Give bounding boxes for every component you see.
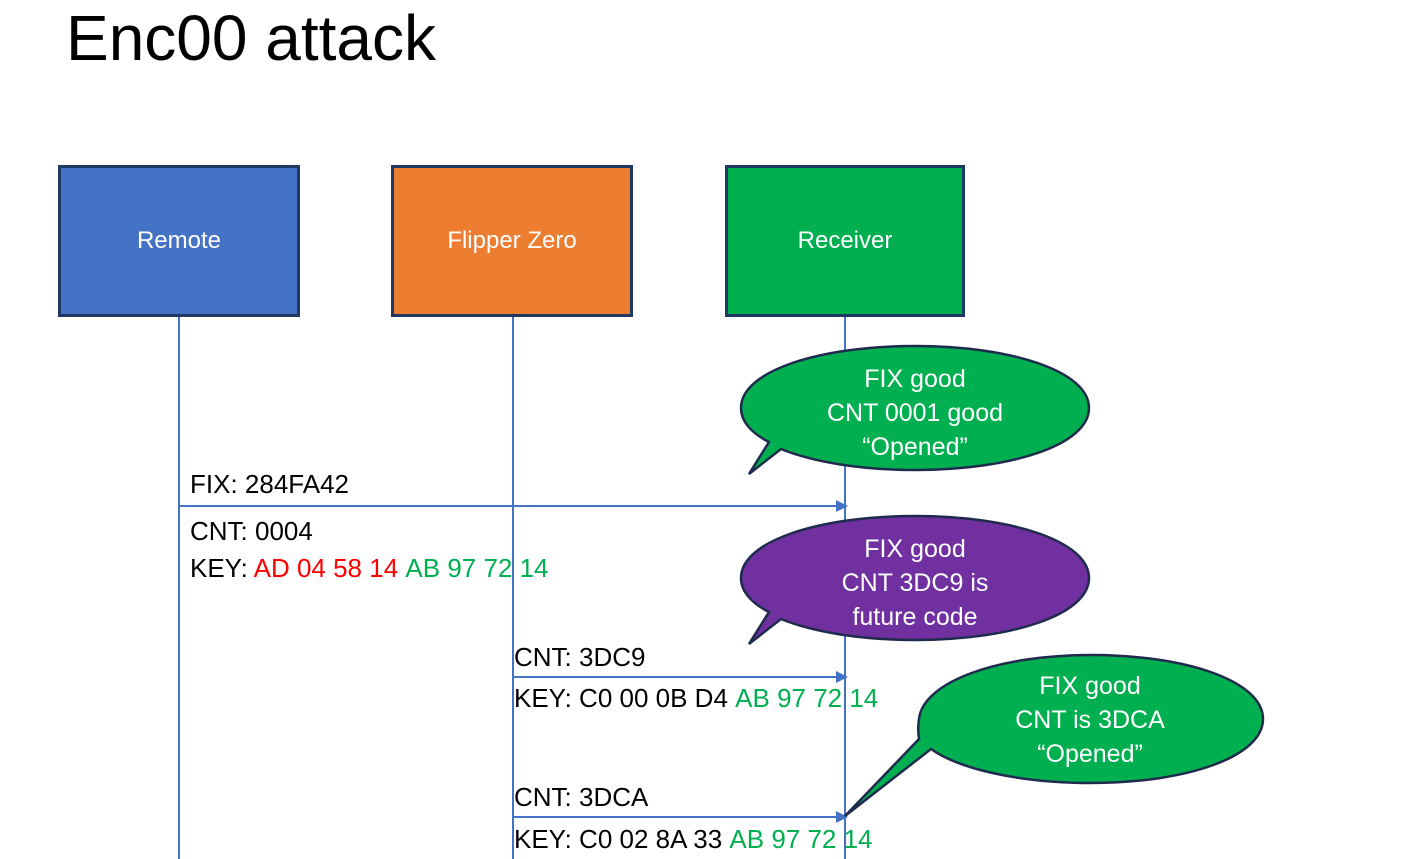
message-3-cnt-label: CNT: 3DCA — [514, 782, 649, 812]
message-2-key-label: KEY: C0 00 0B D4 AB 97 72 14 — [514, 679, 878, 717]
message-3-key-black-bytes: C0 02 8A 33 — [579, 824, 723, 854]
message-2-key-green-bytes: AB 97 72 14 — [735, 683, 879, 713]
message-arrow-2 — [513, 671, 848, 683]
message-2-cnt-label: CNT: 3DC9 — [514, 642, 646, 672]
message-1-cnt-label: CNT: 0004 — [190, 516, 313, 546]
actor-box-remote[interactable]: Remote — [58, 165, 300, 317]
message-1-fix-label: FIX: 284FA42 — [190, 469, 349, 499]
message-arrow-1 — [179, 500, 848, 512]
message-1-key-label: KEY: AD 04 58 14 AB 97 72 14 — [190, 549, 549, 587]
actor-box-receiver[interactable]: Receiver — [725, 165, 965, 317]
lifeline-remote — [178, 317, 180, 859]
actor-box-flipper-zero[interactable]: Flipper Zero — [391, 165, 633, 317]
message-2-key-black-bytes: C0 00 0B D4 — [579, 683, 728, 713]
message-1-key-prefix: KEY: — [190, 553, 254, 583]
callout-bubble-3[interactable]: FIX good CNT is 3DCA “Opened” — [844, 653, 1265, 818]
callout-1-shape — [739, 344, 1091, 475]
message-2-key-prefix: KEY: — [514, 683, 580, 713]
page-title: Enc00 attack — [66, 2, 436, 74]
lifeline-flipper-zero — [512, 317, 514, 859]
callout-bubble-2[interactable]: FIX good CNT 3DC9 is future code — [739, 514, 1091, 676]
callout-bubble-1[interactable]: FIX good CNT 0001 good “Opened” — [739, 344, 1091, 506]
message-3-key-green-bytes: AB 97 72 14 — [729, 824, 873, 854]
callout-2-shape — [739, 514, 1091, 645]
actor-label-receiver: Receiver — [797, 226, 893, 254]
message-3-key-label: KEY: C0 02 8A 33 AB 97 72 14 — [514, 820, 873, 858]
message-arrow-3 — [513, 811, 848, 823]
actor-label-remote: Remote — [136, 226, 222, 254]
message-3-key-prefix: KEY: — [514, 824, 580, 854]
message-1-key-red-bytes: AD 04 58 14 — [253, 553, 399, 583]
callout-3-shape — [844, 653, 1265, 817]
actor-label-flipper-zero: Flipper Zero — [447, 226, 577, 254]
message-1-key-green-bytes: AB 97 72 14 — [405, 553, 549, 583]
